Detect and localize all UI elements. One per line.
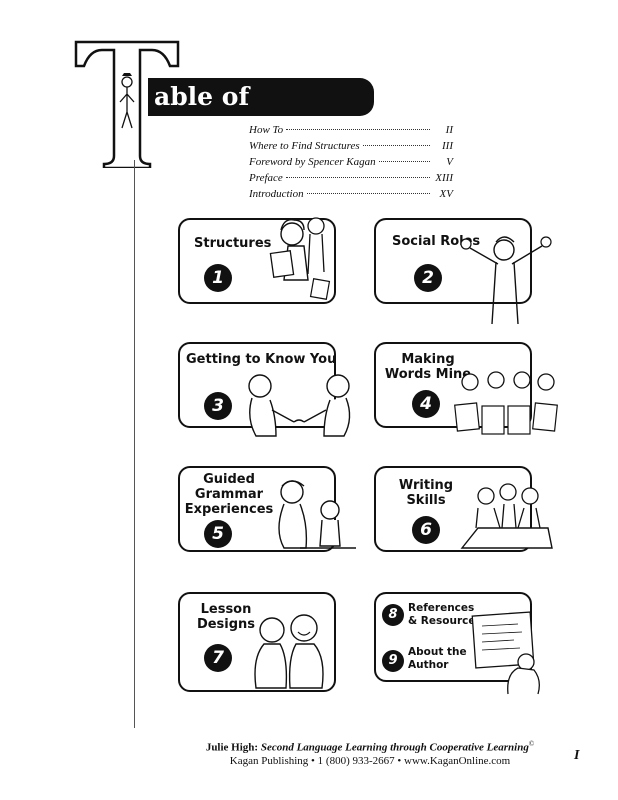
front-matter-page: XV: [439, 188, 453, 200]
cartoon-person-illustration: [278, 480, 356, 549]
section-number: 9: [382, 650, 404, 672]
front-matter-page: V: [446, 156, 453, 168]
margin-rule: [134, 160, 135, 728]
section-label: Writing Skills: [398, 478, 454, 508]
dot-leader: [362, 145, 430, 146]
section-number: 7: [204, 644, 232, 672]
footer-author: Julie High:: [205, 741, 259, 754]
section-label: References & Resources: [408, 602, 482, 627]
section-label: Making Words Mine: [384, 352, 472, 382]
front-matter-label: Introduction: [249, 188, 304, 200]
section-label: Guided Grammar Experiences: [184, 472, 274, 517]
front-matter-item[interactable]: Preface XIII: [249, 172, 453, 188]
big-t-letter-graphic: T: [74, 35, 180, 168]
section-card-social-roles[interactable]: Social Roles 2: [374, 218, 552, 325]
section-label: Getting to Know You: [186, 352, 337, 367]
section-label: About the Author: [408, 646, 467, 671]
front-matter-item[interactable]: Where to Find Structures III: [249, 140, 453, 156]
cartoon-person-illustration: [454, 371, 558, 435]
section-card-lesson-designs[interactable]: Lesson Designs 7: [178, 592, 336, 692]
front-matter-label: Preface: [249, 172, 283, 184]
cartoon-person-illustration: [460, 236, 552, 325]
cartoon-person-illustration: [471, 611, 540, 695]
section-number: 3: [204, 392, 232, 420]
section-label: Lesson Designs: [196, 602, 256, 632]
front-matter-label: How To: [249, 124, 284, 136]
dot-leader: [306, 193, 430, 194]
front-matter-item[interactable]: How To II: [249, 124, 453, 140]
cartoon-person-illustration: [460, 483, 553, 549]
page-number: I: [574, 748, 580, 763]
section-label: Structures: [194, 236, 272, 251]
svg-text:T: T: [127, 35, 128, 37]
section-number: 4: [412, 390, 440, 418]
footer-trademark: ©: [528, 740, 535, 748]
cartoon-person-illustration: [254, 614, 324, 689]
section-card-writing-skills[interactable]: Writing Skills 6: [374, 466, 553, 552]
section-card-references-and-author[interactable]: 8 References & Resources 9 About the Aut…: [374, 592, 540, 695]
cartoon-person-illustration: [269, 217, 331, 300]
front-matter-page: II: [445, 124, 453, 136]
front-matter-item[interactable]: Foreword by Spencer Kagan V: [249, 156, 453, 172]
section-card-making-words-mine[interactable]: Making Words Mine 4: [374, 342, 558, 435]
section-number: 2: [414, 264, 442, 292]
cartoon-person-illustration: [248, 374, 351, 437]
page-footer: Julie High: Second Language Learning thr…: [150, 738, 590, 768]
footer-publisher: Kagan Publishing • 1 (800) 933-2667 • ww…: [229, 754, 511, 767]
section-card-structures[interactable]: Structures 1: [178, 217, 336, 304]
section-label: Social Roles: [392, 234, 481, 249]
footer-citation: Julie High: Second Language Learning thr…: [150, 738, 590, 755]
front-matter-label: Where to Find Structures: [249, 140, 360, 152]
dot-leader: [378, 161, 430, 162]
front-matter-item[interactable]: Introduction XV: [249, 188, 453, 204]
section-number: 8: [382, 604, 404, 626]
footer-book-title: Second Language Learning through Coopera…: [260, 741, 529, 754]
page-title: able of Contents: [148, 78, 374, 149]
front-matter-page: III: [442, 140, 453, 152]
front-matter-label: Foreword by Spencer Kagan: [249, 156, 376, 168]
section-number: 6: [412, 516, 440, 544]
dot-leader: [285, 177, 430, 178]
section-card-getting-to-know-you[interactable]: Getting to Know You 3: [178, 342, 351, 437]
front-matter-list: How To II Where to Find Structures III F…: [249, 124, 453, 204]
section-number: 5: [204, 520, 232, 548]
dot-leader: [286, 129, 430, 130]
section-number: 1: [204, 264, 232, 292]
section-card-guided-grammar-experiences[interactable]: Guided Grammar Experiences 5: [178, 466, 356, 552]
front-matter-page: XIII: [435, 172, 453, 184]
